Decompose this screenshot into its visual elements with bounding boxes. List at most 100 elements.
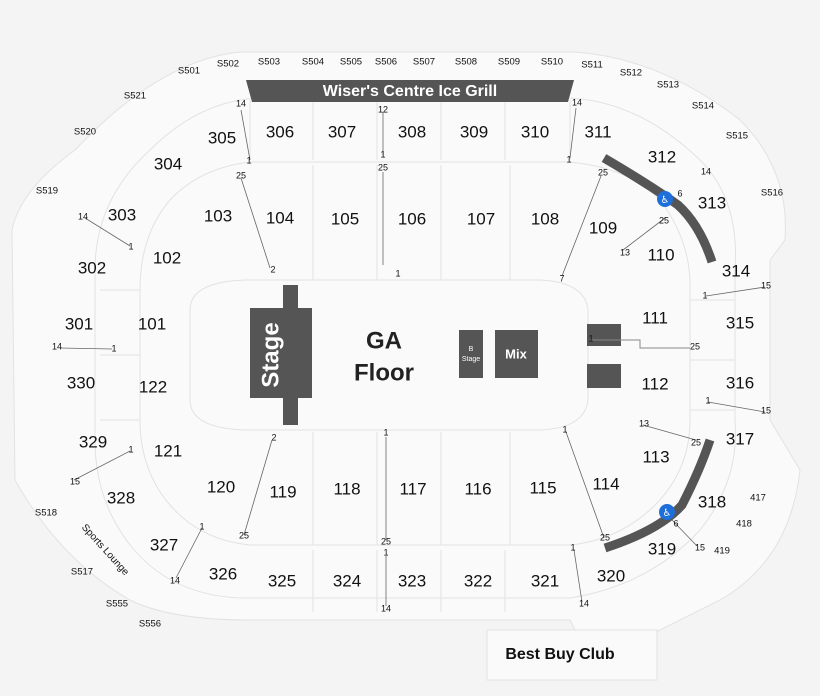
section-304[interactable]: 304 <box>154 154 182 173</box>
section-313[interactable]: 313 <box>698 193 726 212</box>
section-116[interactable]: 116 <box>464 479 491 498</box>
stage[interactable]: Stage <box>250 285 312 425</box>
accessible-platform-lower: ♿ <box>603 438 715 553</box>
section-323[interactable]: 323 <box>398 571 426 590</box>
section-305[interactable]: 305 <box>208 128 236 147</box>
suite-s506[interactable]: S506 <box>375 57 397 68</box>
suite-s504[interactable]: S504 <box>302 57 324 68</box>
row-number: 25 <box>659 215 669 225</box>
section-322[interactable]: 322 <box>464 571 492 590</box>
section-113[interactable]: 113 <box>642 447 669 466</box>
suite-s510[interactable]: S510 <box>541 57 563 68</box>
row-number: 14 <box>52 341 62 351</box>
section-108[interactable]: 108 <box>531 209 559 228</box>
section-321[interactable]: 321 <box>531 571 559 590</box>
section-303[interactable]: 303 <box>108 205 136 224</box>
section-122[interactable]: 122 <box>139 377 167 396</box>
section-104[interactable]: 104 <box>266 208 294 227</box>
suite-s515[interactable]: S515 <box>726 131 748 142</box>
row-number: 7 <box>559 273 564 283</box>
row-number: 6 <box>673 518 678 528</box>
section-111[interactable]: 111 <box>642 308 668 327</box>
ga-floor-line2: Floor <box>354 359 414 386</box>
section-314[interactable]: 314 <box>722 261 750 280</box>
section-121[interactable]: 121 <box>154 441 182 460</box>
suite-s513[interactable]: S513 <box>657 80 679 91</box>
section-326[interactable]: 326 <box>209 564 237 583</box>
row-number: 1 <box>570 542 575 552</box>
section-318[interactable]: 318 <box>698 492 726 511</box>
ga-floor[interactable]: GA Floor <box>354 327 414 386</box>
section-308[interactable]: 308 <box>398 122 426 141</box>
suite-s505[interactable]: S505 <box>340 57 362 68</box>
suite-s512[interactable]: S512 <box>620 68 642 79</box>
section-106[interactable]: 106 <box>398 209 426 228</box>
section-306[interactable]: 306 <box>266 122 294 141</box>
section-105[interactable]: 105 <box>331 209 359 228</box>
section-119[interactable]: 119 <box>269 482 296 501</box>
wisers-centre-ice-grill[interactable]: Wiser's Centre Ice Grill <box>246 80 574 102</box>
suite-s516[interactable]: S516 <box>761 188 783 199</box>
suite-s556[interactable]: S556 <box>139 619 161 630</box>
suite-s521[interactable]: S521 <box>124 91 146 102</box>
row-number: 1 <box>128 241 133 251</box>
suite-s514[interactable]: S514 <box>692 101 714 112</box>
row-number: 25 <box>381 536 391 546</box>
section-118[interactable]: 118 <box>333 479 360 498</box>
section-115[interactable]: 115 <box>529 478 556 497</box>
section-319[interactable]: 319 <box>648 539 676 558</box>
section-120[interactable]: 120 <box>207 477 235 496</box>
suite-s501[interactable]: S501 <box>178 66 200 77</box>
row-number: 14 <box>381 603 391 613</box>
section-327[interactable]: 327 <box>150 535 178 554</box>
suite-s519[interactable]: S519 <box>36 186 58 197</box>
section-109[interactable]: 109 <box>589 218 617 237</box>
section-110[interactable]: 110 <box>647 245 674 264</box>
suite-s507[interactable]: S507 <box>413 57 435 68</box>
section-102[interactable]: 102 <box>153 248 181 267</box>
section-325[interactable]: 325 <box>268 571 296 590</box>
suite-s508[interactable]: S508 <box>455 57 477 68</box>
section-329[interactable]: 329 <box>79 432 107 451</box>
suite-s503[interactable]: S503 <box>258 57 280 68</box>
suite-s518[interactable]: S518 <box>35 508 57 519</box>
suite-417[interactable]: 417 <box>750 493 766 504</box>
row-number: 25 <box>239 530 249 540</box>
suite-s511[interactable]: S511 <box>581 60 602 71</box>
section-117[interactable]: 117 <box>399 479 426 498</box>
section-107[interactable]: 107 <box>467 209 495 228</box>
suite-419[interactable]: 419 <box>714 546 730 557</box>
row-number: 25 <box>378 162 388 172</box>
mix-booth[interactable]: Mix <box>495 330 538 378</box>
section-307[interactable]: 307 <box>328 122 356 141</box>
section-312[interactable]: 312 <box>648 147 676 166</box>
suite-s517[interactable]: S517 <box>71 567 93 578</box>
row-number: 14 <box>579 598 589 608</box>
section-315[interactable]: 315 <box>726 313 754 332</box>
section-114[interactable]: 114 <box>592 474 619 493</box>
b-stage-line2: Stage <box>462 356 480 363</box>
suite-s502[interactable]: S502 <box>217 59 239 70</box>
section-101[interactable]: 101 <box>138 314 166 333</box>
section-316[interactable]: 316 <box>726 373 754 392</box>
section-103[interactable]: 103 <box>204 206 232 225</box>
best-buy-club-label[interactable]: Best Buy Club <box>505 646 615 663</box>
b-stage[interactable]: B Stage <box>459 330 483 378</box>
section-317[interactable]: 317 <box>726 429 754 448</box>
section-324[interactable]: 324 <box>333 571 361 590</box>
row-number: 15 <box>70 476 80 486</box>
suite-418[interactable]: 418 <box>736 519 752 530</box>
section-320[interactable]: 320 <box>597 566 625 585</box>
suite-s520[interactable]: S520 <box>74 127 96 138</box>
suite-s509[interactable]: S509 <box>498 57 520 68</box>
row-number: 14 <box>572 97 582 107</box>
section-328[interactable]: 328 <box>107 488 135 507</box>
suite-s555[interactable]: S555 <box>106 599 128 610</box>
section-330[interactable]: 330 <box>67 373 95 392</box>
section-311[interactable]: 311 <box>584 122 611 141</box>
section-301[interactable]: 301 <box>65 314 93 333</box>
section-302[interactable]: 302 <box>78 258 106 277</box>
section-112[interactable]: 112 <box>641 374 668 393</box>
section-309[interactable]: 309 <box>460 122 488 141</box>
section-310[interactable]: 310 <box>521 122 549 141</box>
